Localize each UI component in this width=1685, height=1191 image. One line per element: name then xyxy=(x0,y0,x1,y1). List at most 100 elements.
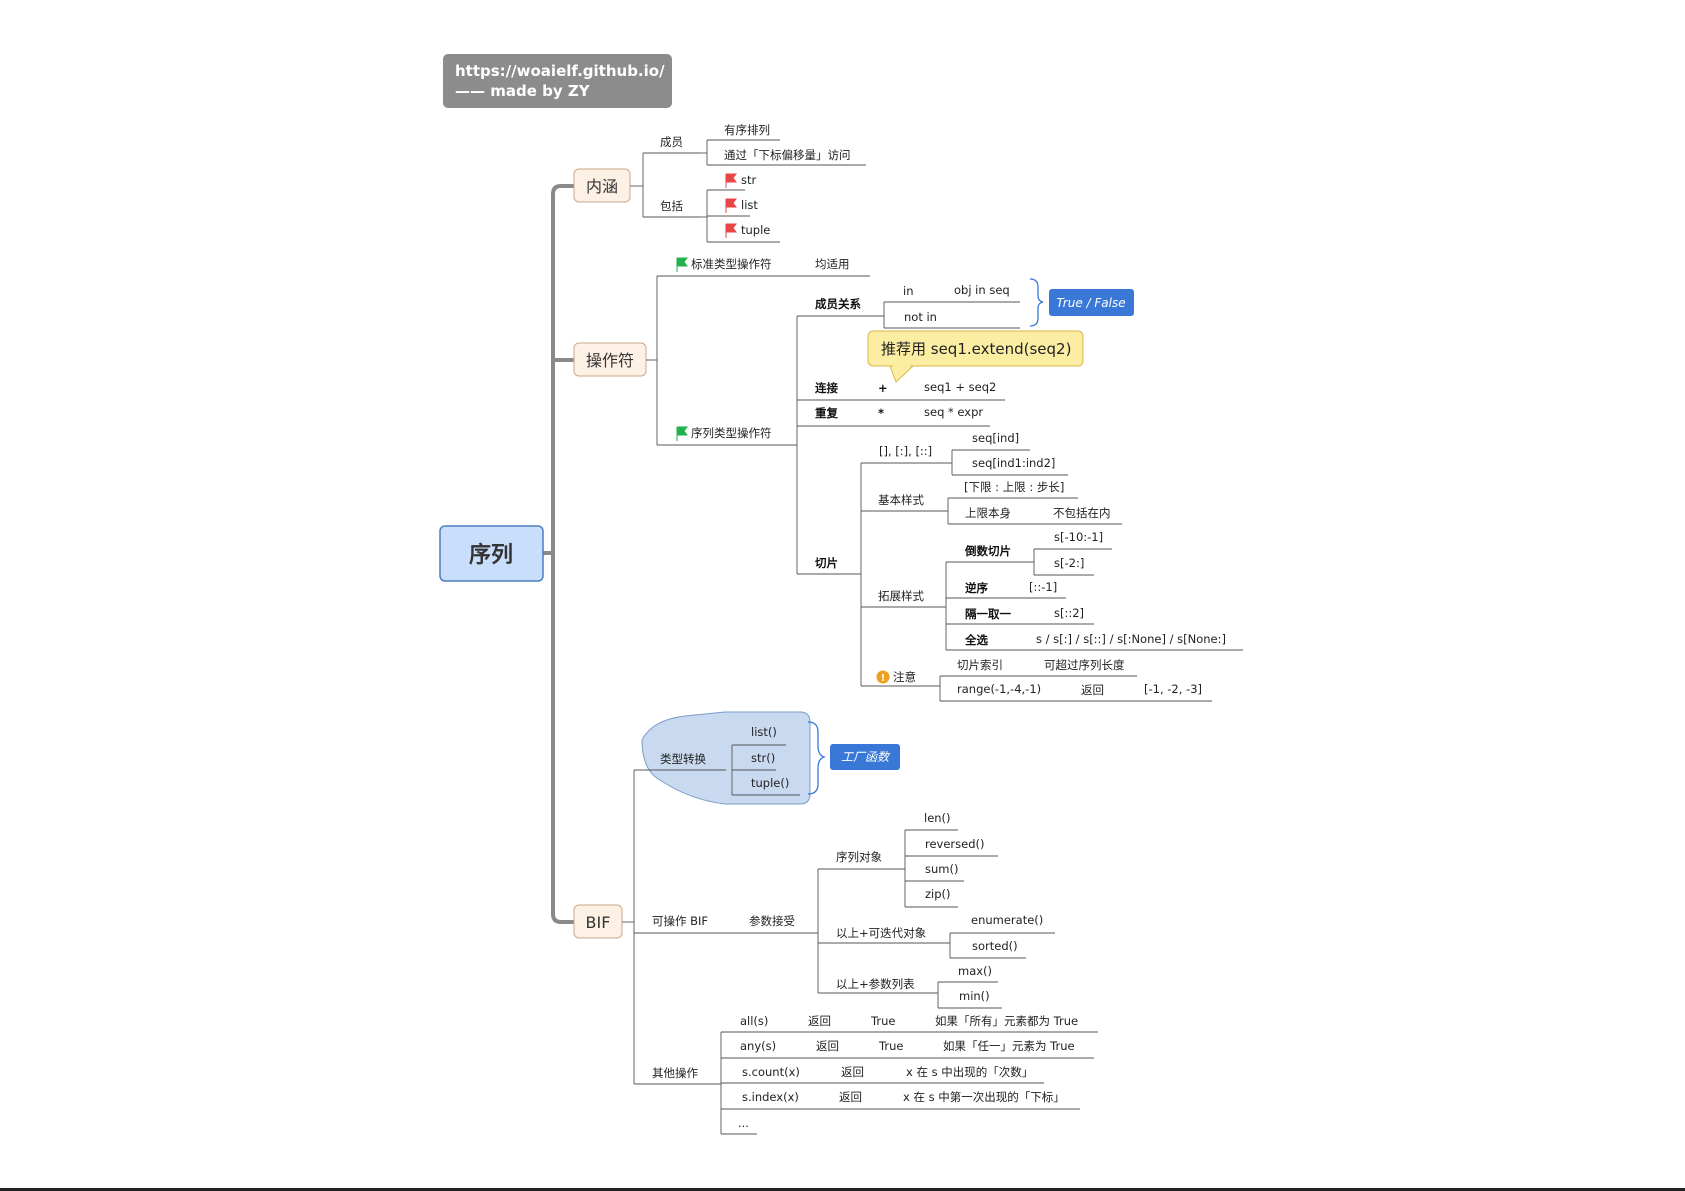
header-box: https://woaielf.github.io/ —— made by ZY xyxy=(443,54,672,108)
negative-slice-2: s[-2:] xyxy=(1054,556,1084,570)
other-op-ret: 返回 xyxy=(841,1065,864,1079)
slice-notation-label: [], [:], [::] xyxy=(879,444,932,458)
brace xyxy=(1029,278,1044,327)
basic-style-upper-note: 不包括在内 xyxy=(1053,506,1111,520)
trunk-to-bif xyxy=(551,551,575,924)
slice-ind-range: seq[ind1:ind2] xyxy=(972,456,1055,470)
member-ordered: 有序排列 xyxy=(724,123,770,137)
header-author: —— made by ZY xyxy=(455,82,591,100)
other-op-desc: 如果「任一」元素为 True xyxy=(943,1039,1075,1053)
warning-icon: ! xyxy=(876,670,890,684)
fn-min: min() xyxy=(959,989,990,1003)
negative-slice-1: s[-10:-1] xyxy=(1054,530,1103,544)
fn-sum: sum() xyxy=(925,862,958,876)
members-label: 成员 xyxy=(660,135,683,149)
conversion-group xyxy=(641,711,811,805)
svg-text:工厂函数: 工厂函数 xyxy=(841,750,891,764)
other-op-desc: 如果「所有」元素都为 True xyxy=(935,1014,1078,1028)
flag-icon xyxy=(676,426,688,441)
fn-zip: zip() xyxy=(925,887,951,901)
concat-label: 连接 xyxy=(815,381,838,395)
note-range: range(-1,-4,-1) xyxy=(957,682,1041,696)
fn-enumerate: enumerate() xyxy=(971,913,1043,927)
basic-style-label: 基本样式 xyxy=(878,493,924,507)
iterable-label: 以上+可迭代对象 xyxy=(836,926,926,940)
alternate-value: s[::2] xyxy=(1054,606,1084,620)
other-op-fn: s.index(x) xyxy=(742,1090,799,1104)
other-op-fn: all(s) xyxy=(740,1014,768,1028)
flag-icon xyxy=(725,223,737,238)
other-op-ret: 返回 xyxy=(808,1014,831,1028)
includes-str: str xyxy=(741,173,757,187)
concat-op: + xyxy=(878,381,888,395)
standard-ops-note: 均适用 xyxy=(815,257,850,271)
membership-in-expr: obj in seq xyxy=(954,283,1010,297)
membership-in: in xyxy=(903,284,913,298)
conversion-tuple: tuple() xyxy=(751,776,789,790)
repeat-label: 重复 xyxy=(815,406,838,420)
other-op-val: True xyxy=(878,1039,903,1053)
extended-style-label: 拓展样式 xyxy=(878,589,924,603)
reverse-value: [::-1] xyxy=(1029,580,1057,594)
reverse-label: 逆序 xyxy=(965,581,988,595)
fn-reversed: reversed() xyxy=(925,837,985,851)
note-returns: 返回 xyxy=(1081,683,1104,697)
node-bif[interactable]: BIF xyxy=(573,904,623,939)
node-neihan[interactable]: 内涵 xyxy=(573,168,631,203)
factory-badge: 工厂函数 xyxy=(830,744,900,770)
ops-label: 操作符 xyxy=(586,351,634,370)
standard-ops-label: 标准类型操作符 xyxy=(691,257,772,271)
brace xyxy=(807,721,827,795)
header-url: https://woaielf.github.io/ xyxy=(455,62,665,80)
flag-icon xyxy=(725,173,737,188)
fn-max: max() xyxy=(958,964,992,978)
note-label: 注意 xyxy=(893,670,916,684)
other-op-ret: 返回 xyxy=(816,1039,839,1053)
operable-bif-label: 可操作 BIF xyxy=(652,914,708,928)
other-op-fn: any(s) xyxy=(740,1039,776,1053)
repeat-op: * xyxy=(878,406,884,420)
recommend-callout: 推荐用 seq1.extend(seq2) xyxy=(867,330,1084,383)
seq-obj-label: 序列对象 xyxy=(836,850,882,864)
other-more: ... xyxy=(738,1116,749,1130)
result-badge: True / False xyxy=(1049,289,1134,316)
svg-text:True / False: True / False xyxy=(1056,296,1125,310)
includes-label: 包括 xyxy=(660,199,683,213)
bif-label: BIF xyxy=(586,913,611,932)
fn-len: len() xyxy=(924,811,951,825)
includes-list: list xyxy=(741,198,758,212)
negative-slice-label: 倒数切片 xyxy=(964,544,1011,558)
conversion-str: str() xyxy=(751,751,775,765)
other-op-desc: x 在 s 中出现的「次数」 xyxy=(906,1065,1033,1079)
note-slice-index: 切片索引 xyxy=(957,658,1003,672)
other-ops-label: 其他操作 xyxy=(652,1066,698,1080)
select-all-label: 全选 xyxy=(964,633,988,647)
fn-sorted: sorted() xyxy=(972,939,1018,953)
basic-style-form: [下限 : 上限 : 步长] xyxy=(964,480,1064,494)
concat-expr: seq1 + seq2 xyxy=(924,380,996,394)
flag-icon xyxy=(676,257,688,272)
other-op-val: True xyxy=(870,1014,895,1028)
slice-label: 切片 xyxy=(815,556,838,570)
conversion-list: list() xyxy=(751,725,777,739)
trunk-to-neihan xyxy=(541,184,575,555)
neihan-label: 内涵 xyxy=(586,177,618,196)
membership-notin: not in xyxy=(904,310,937,324)
other-op-fn: s.count(x) xyxy=(742,1065,800,1079)
flag-icon xyxy=(725,198,737,213)
other-op-desc: x 在 s 中第一次出现的「下标」 xyxy=(903,1090,1065,1104)
accepts-label: 参数接受 xyxy=(749,914,795,928)
repeat-expr: seq * expr xyxy=(924,405,983,419)
bottom-bar xyxy=(0,1188,1685,1191)
basic-style-upper: 上限本身 xyxy=(965,506,1011,520)
callout-text: 推荐用 seq1.extend(seq2) xyxy=(881,340,1071,358)
conversion-label: 类型转换 xyxy=(660,752,706,766)
node-ops[interactable]: 操作符 xyxy=(573,342,647,377)
note-result: [-1, -2, -3] xyxy=(1144,682,1202,696)
root-node[interactable]: 序列 xyxy=(439,525,544,582)
root-label: 序列 xyxy=(469,542,513,568)
slice-ind: seq[ind] xyxy=(972,431,1019,445)
arglist-label: 以上+参数列表 xyxy=(836,977,915,991)
other-op-ret: 返回 xyxy=(839,1090,862,1104)
